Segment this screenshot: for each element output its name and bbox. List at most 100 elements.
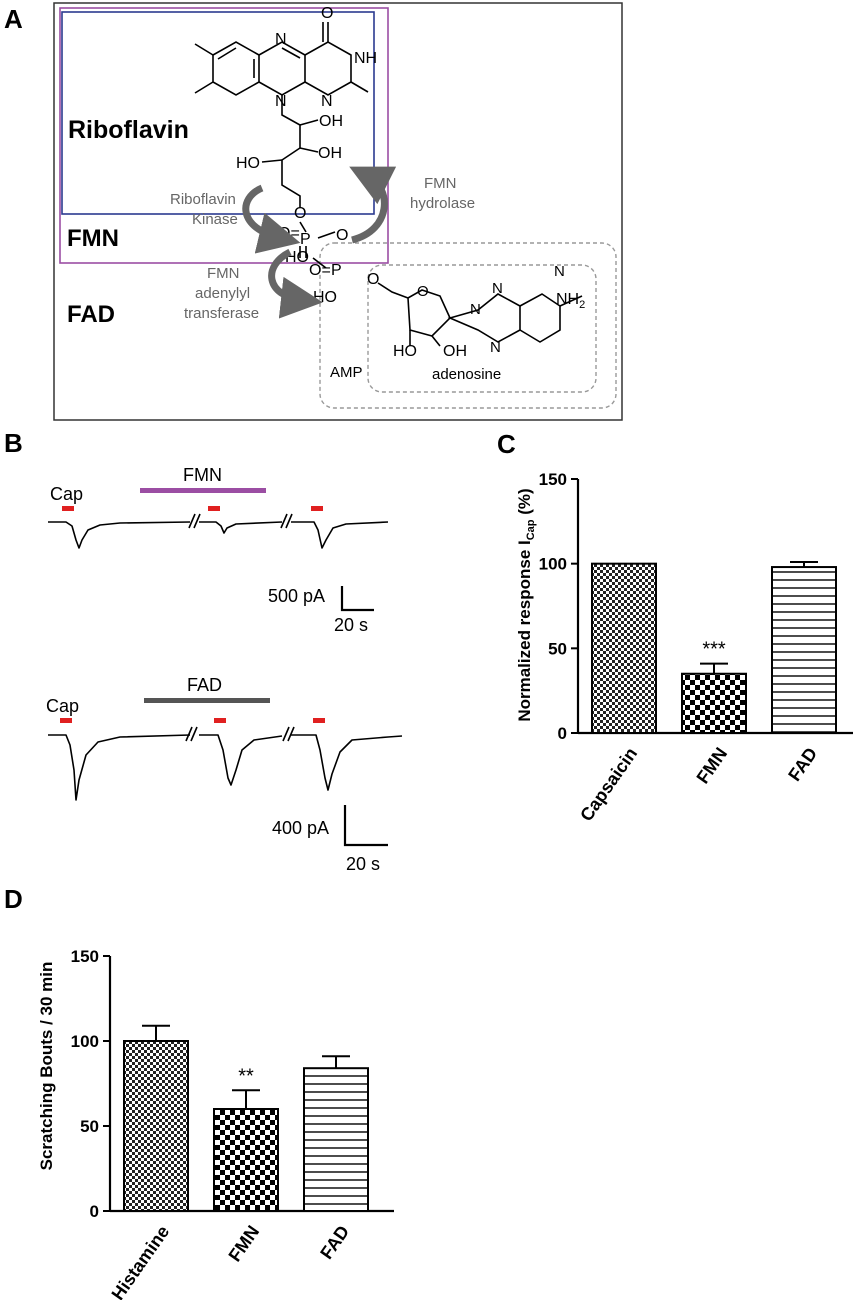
- y-tick-label: 0: [558, 724, 567, 743]
- atom-o-top: O: [321, 5, 333, 22]
- scale-current-1: 500 pA: [268, 586, 325, 606]
- panel-label-d: D: [4, 884, 23, 914]
- cap-marker-2c: [313, 718, 325, 723]
- y-tick-label: 100: [71, 1032, 99, 1051]
- transferase-label-3: transferase: [184, 305, 259, 322]
- cap-marker-2a: [60, 718, 72, 723]
- atom-o-eq1: O=: [278, 225, 300, 242]
- atom-n2: N: [275, 93, 287, 110]
- atom-nh: NH: [354, 50, 377, 67]
- adenosine-label: adenosine: [432, 366, 501, 383]
- significance-label: **: [238, 1065, 254, 1087]
- scale-time-1: 20 s: [334, 615, 368, 635]
- panel-label-c: C: [497, 429, 516, 459]
- atom-n1: N: [275, 31, 287, 48]
- cap-label-1: Cap: [50, 484, 83, 504]
- trace-fad: [48, 734, 403, 801]
- scale-bar-2: [343, 805, 388, 847]
- y-tick-label: 150: [71, 947, 99, 966]
- y-tick-label: 50: [548, 639, 567, 658]
- significance-label: ***: [702, 639, 726, 661]
- chart-d-ylabel: Scratching Bouts / 30 min: [37, 962, 56, 1171]
- atom-o-bridge: O: [336, 227, 348, 244]
- panel-label-b: B: [4, 428, 23, 458]
- atom-oh3: OH: [318, 145, 342, 162]
- bar: [213, 1108, 279, 1212]
- atom-oh1: OH: [319, 113, 343, 130]
- chart-c-ylabel: Normalized response ICap (%): [515, 488, 537, 721]
- atom-o-ring: O: [417, 283, 429, 300]
- atom-n-a2: N: [492, 280, 503, 297]
- fmn-drug-label: FMN: [183, 465, 222, 485]
- fmn-drug-bar: [140, 488, 266, 493]
- atom-o-eq2: O=: [309, 262, 331, 279]
- fmn-label: FMN: [67, 225, 119, 252]
- bar: [123, 1040, 189, 1212]
- phosphate-bonds-1: [299, 221, 336, 269]
- fad-drug-bar: [144, 698, 270, 703]
- fad-drug-label: FAD: [187, 675, 222, 695]
- kinase-arrow: [242, 184, 301, 254]
- kinase-label-2: Kinase: [192, 211, 238, 228]
- bar: [591, 562, 657, 735]
- amp-label: AMP: [330, 364, 363, 381]
- y-tick-label: 50: [80, 1117, 99, 1136]
- atom-n-a1: N: [470, 301, 481, 318]
- x-tick-label: FAD: [316, 1222, 353, 1263]
- y-tick-label: 100: [539, 555, 567, 574]
- x-tick-label: Capsaicin: [576, 744, 641, 825]
- panel-label-a: A: [4, 4, 23, 34]
- fmn-box: [59, 7, 389, 264]
- atom-n-a3: N: [554, 263, 565, 280]
- atom-ho2: HO: [236, 155, 260, 172]
- adenosine-box: [367, 264, 597, 393]
- cap-marker-1b: [208, 506, 220, 511]
- x-tick-label: FAD: [784, 744, 821, 785]
- atom-ho-s1: HO: [393, 343, 417, 360]
- riboflavin-box: [61, 11, 375, 215]
- transferase-label-2: adenylyl: [195, 285, 250, 302]
- scale-current-2: 400 pA: [272, 818, 329, 838]
- atom-oh-s2: OH: [443, 343, 467, 360]
- atom-n3: N: [321, 93, 333, 110]
- y-tick-label: 0: [90, 1202, 99, 1221]
- hydrolase-label-1: FMN: [424, 175, 457, 192]
- fad-label: FAD: [67, 301, 115, 328]
- bar: [681, 672, 747, 735]
- atom-nh2: NH2: [556, 291, 585, 311]
- scale-time-2: 20 s: [346, 854, 380, 874]
- bar: [771, 566, 837, 735]
- cap-marker-1c: [311, 506, 323, 511]
- atom-ho-p2: HO: [313, 289, 337, 306]
- trace-fmn: [48, 521, 389, 549]
- transferase-label-1: FMN: [207, 265, 240, 282]
- atom-o-link: O: [294, 205, 306, 222]
- amp-box: [319, 242, 617, 409]
- bar: [303, 1067, 369, 1212]
- cap-marker-2b: [214, 718, 226, 723]
- atom-p2: P: [331, 262, 342, 279]
- riboflavin-label: Riboflavin: [68, 116, 189, 144]
- atom-o-link2: O: [367, 271, 379, 288]
- x-tick-label: Histamine: [108, 1222, 174, 1300]
- hydrolase-arrow: [349, 166, 397, 244]
- atom-n-a4: N: [490, 339, 501, 356]
- cap-label-2: Cap: [46, 696, 79, 716]
- x-tick-label: FMN: [693, 744, 732, 787]
- atom-p1: P: [300, 231, 311, 248]
- panel-a-frame: [53, 2, 623, 421]
- riboflavin-structure: [194, 22, 369, 208]
- x-tick-label: FMN: [225, 1222, 264, 1265]
- kinase-label-1: Riboflavin: [170, 191, 236, 208]
- hydrolase-label-2: hydrolase: [410, 195, 475, 212]
- transferase-arrow: [268, 248, 323, 319]
- scale-bar-1: [340, 586, 374, 612]
- trace-break-1: [188, 513, 293, 529]
- adenosine-structure: [377, 282, 583, 347]
- cap-marker-1a: [62, 506, 74, 511]
- y-tick-label: 150: [539, 470, 567, 489]
- trace-break-2: [185, 726, 295, 742]
